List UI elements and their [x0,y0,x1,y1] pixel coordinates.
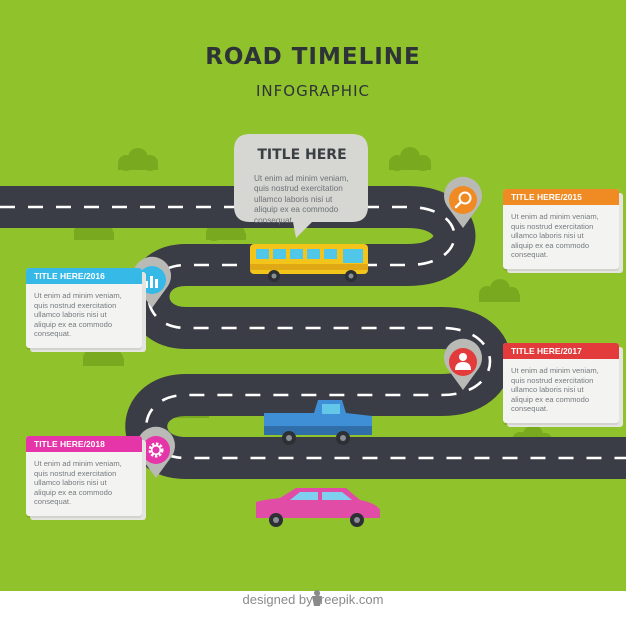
milestone-text: Ut enim ad minim veniam, quis nostrud ex… [503,205,619,260]
pickup-truck [264,400,372,445]
milestone-label: TITLE HERE/2016 [26,268,142,284]
road-lane-markings [0,205,626,460]
bubble-title: TITLE HERE [257,147,347,163]
milestone-text-line: quis nostrud exercitation [34,300,117,310]
milestone-pin-2017 [444,338,483,390]
milestone-text-line: quis nostrud exercitation [34,468,117,478]
bubble-text: Ut enim ad minim veniam, quis nostrud ex… [254,174,364,226]
bubble-text-line: quis nostrud exercitation [254,184,343,194]
page-subtitle: INFOGRAPHIC [255,82,370,100]
freepik-logo-icon [312,590,322,606]
attribution-credit: designed by freepik.com [242,592,384,607]
milestone-text-line: aliquip ex ea commodo [511,240,590,250]
milestone-text-line: ullamco laboris nisi ut [511,385,584,395]
milestone-text-line: consequat. [34,329,72,339]
title-bubble [234,134,368,238]
milestone-text: Ut enim ad minim veniam, quis nostrud ex… [26,452,142,507]
car [256,488,380,527]
bubble-text-line: Ut enim ad minim veniam, [254,174,349,183]
milestone-text-line: ullamco laboris nisi ut [34,310,107,320]
milestone-text-line: consequat. [34,497,72,507]
milestone-label: TITLE HERE/2017 [503,343,619,359]
milestone-text-line: Ut enim ad minim veniam, [34,459,122,468]
bubble-text-line: consequat. [254,215,295,225]
milestone-card-2015: TITLE HERE/2015 Ut enim ad minim veniam,… [503,189,619,269]
user-icon [455,353,471,370]
milestone-pin-2015 [444,176,483,228]
milestone-pin-2018 [137,426,176,478]
milestone-card-2018: TITLE HERE/2018 Ut enim ad minim veniam,… [26,436,142,516]
milestone-text-line: consequat. [511,404,549,414]
milestone-text-line: aliquip ex ea commodo [511,394,590,404]
milestone-text-line: quis nostrud exercitation [511,375,594,385]
bush [118,148,158,171]
bush [389,147,431,171]
milestone-text-line: aliquip ex ea commodo [34,319,113,329]
bush [479,279,520,302]
milestone-text: Ut enim ad minim veniam, quis nostrud ex… [26,284,142,339]
milestone-text-line: ullamco laboris nisi ut [511,231,584,241]
milestone-text-line: Ut enim ad minim veniam, [34,291,122,300]
school-bus [250,244,368,282]
milestone-text-line: Ut enim ad minim veniam, [511,212,599,221]
milestone-text-line: quis nostrud exercitation [511,221,594,231]
milestone-card-2017: TITLE HERE/2017 Ut enim ad minim veniam,… [503,343,619,423]
milestone-text-line: consequat. [511,250,549,260]
gear-icon [148,442,164,458]
magnifier-icon [454,191,472,209]
milestone-label: TITLE HERE/2015 [503,189,619,205]
bubble-text-line: aliquip ex ea commodo [254,205,339,215]
milestone-label: TITLE HERE/2018 [26,436,142,452]
bubble-text-line: ullamco laboris nisi ut [254,194,333,204]
milestone-text-line: Ut enim ad minim veniam, [511,366,599,375]
milestone-text: Ut enim ad minim veniam, quis nostrud ex… [503,359,619,414]
milestone-card-2016: TITLE HERE/2016 Ut enim ad minim veniam,… [26,268,142,348]
milestone-text-line: ullamco laboris nisi ut [34,478,107,488]
milestone-text-line: aliquip ex ea commodo [34,487,113,497]
page-title: ROAD TIMELINE [205,44,421,70]
bar-chart-icon [145,276,158,288]
